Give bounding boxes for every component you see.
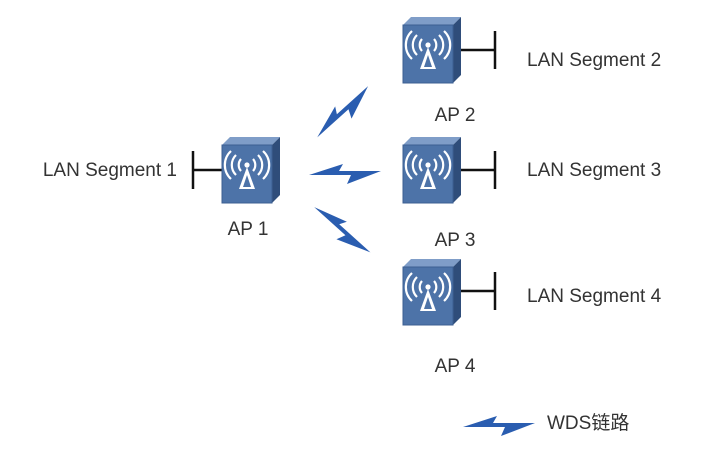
ap-label: AP 2 bbox=[435, 105, 476, 126]
ap-label: AP 1 bbox=[228, 219, 269, 240]
ap-node-3[interactable]: AP 3 LAN Segment 3 bbox=[401, 135, 661, 251]
wds-link-ap1-ap3 bbox=[309, 164, 381, 184]
legend: WDS链路 bbox=[463, 412, 629, 436]
ap-node-2[interactable]: AP 2 LAN Segment 2 bbox=[401, 15, 661, 126]
access-point-icon bbox=[401, 15, 463, 85]
access-point-icon bbox=[401, 135, 463, 205]
lan-segment-label: LAN Segment 2 bbox=[527, 50, 661, 71]
legend-label: WDS链路 bbox=[547, 412, 629, 434]
wds-link-ap1-ap2 bbox=[309, 80, 377, 145]
access-point-icon bbox=[220, 135, 282, 205]
ap-node-4[interactable]: AP 4 LAN Segment 4 bbox=[401, 257, 662, 377]
lan-segment-label: LAN Segment 3 bbox=[527, 160, 661, 181]
access-point-icon bbox=[401, 257, 463, 327]
lan-segment-label: LAN Segment 1 bbox=[43, 160, 177, 181]
ap-label: AP 3 bbox=[435, 230, 476, 251]
lan-segment-label: LAN Segment 4 bbox=[527, 286, 662, 307]
wds-link-ap1-ap4 bbox=[308, 198, 376, 263]
lightning-bolt-icon bbox=[463, 416, 535, 436]
ap-label: AP 4 bbox=[435, 356, 476, 377]
ap-node-1[interactable]: AP 1 LAN Segment 1 bbox=[43, 135, 282, 240]
